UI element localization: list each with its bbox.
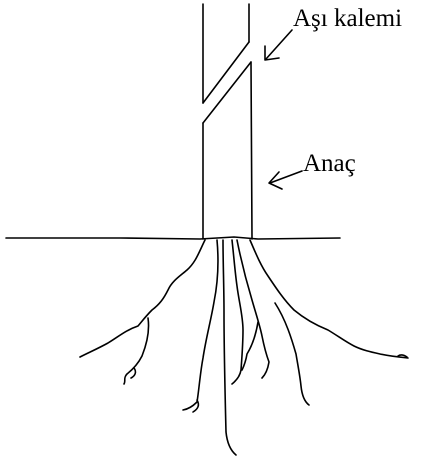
root-left-branch (124, 318, 149, 384)
root-center-left-tip (193, 400, 198, 412)
root-inner-right-branch (242, 322, 258, 370)
scion-arrow-line (266, 30, 292, 59)
root-center (223, 240, 236, 455)
root-center-left (183, 240, 218, 410)
rootstock (203, 62, 252, 239)
root-right (250, 240, 408, 358)
rootstock-right-edge (251, 62, 252, 239)
scion-label: Aşı kalemi (293, 5, 402, 32)
rootstock-label: Anaç (303, 150, 356, 177)
root-left (80, 240, 205, 357)
roots (80, 240, 408, 455)
arrows (265, 30, 302, 189)
soil-line (6, 237, 340, 239)
scion (203, 4, 249, 103)
